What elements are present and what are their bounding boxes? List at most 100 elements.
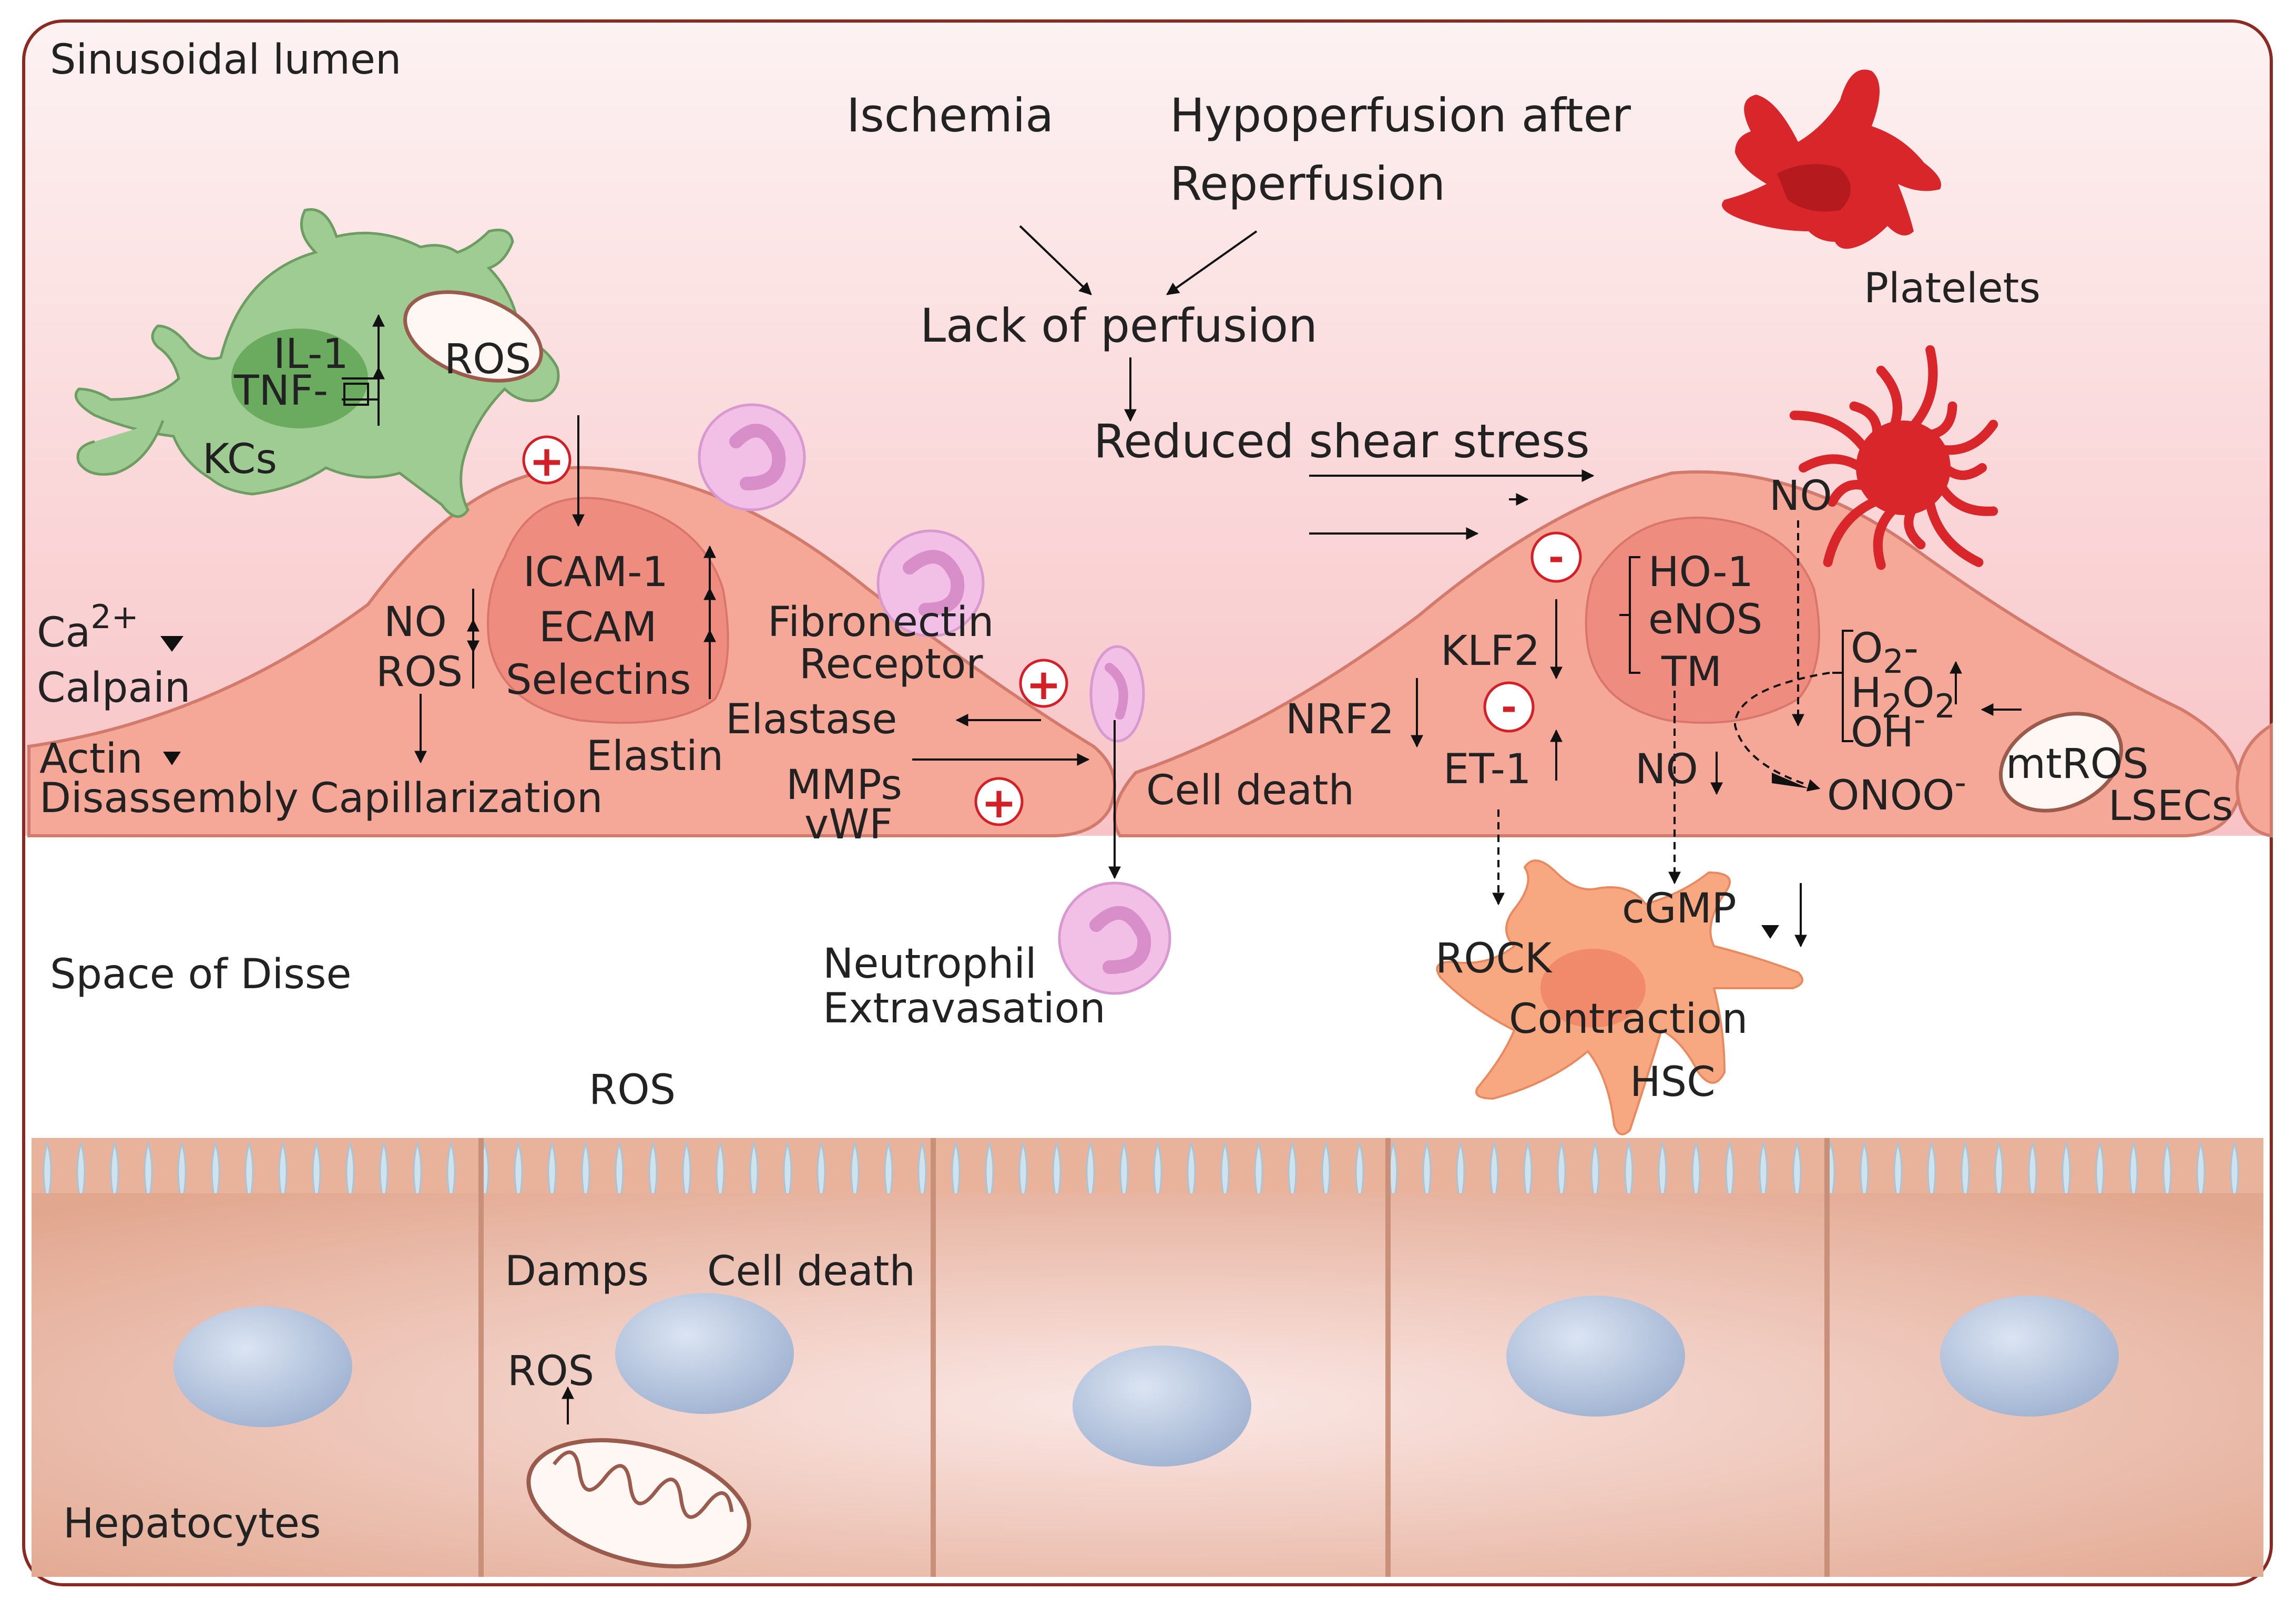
svg-text:+: +	[981, 778, 1016, 827]
lsecs-label: LSECs	[2108, 783, 2233, 830]
microvillus	[1792, 1140, 1802, 1204]
platelet-pseudopod	[1827, 480, 1870, 507]
microvillus	[547, 1140, 557, 1204]
lsec-left	[27, 466, 1116, 837]
microvillus	[1590, 1140, 1600, 1204]
mmps-label: MMPs	[786, 762, 902, 809]
icam-label: ICAM-1	[523, 549, 668, 596]
microvillus	[648, 1140, 658, 1204]
elastase-label: Elastase	[726, 696, 897, 743]
cgmp-label: cGMP	[1622, 885, 1737, 932]
hep-ros-label: ROS	[507, 1348, 594, 1395]
microvillus	[1927, 1140, 1936, 1204]
microvillus	[1321, 1140, 1331, 1204]
platelet-pseudopod	[1936, 481, 1998, 516]
svg-text:+: +	[529, 437, 564, 486]
platelet-pseudopod	[1936, 419, 1998, 455]
microvillus	[2062, 1140, 2071, 1204]
neutrophil	[698, 403, 806, 511]
il1-label: IL-1	[273, 331, 349, 378]
klf2-label: KLF2	[1441, 628, 1540, 675]
microvillus	[783, 1140, 792, 1204]
microvillus	[1119, 1140, 1129, 1204]
hepatocyte-layer	[32, 1138, 2263, 1577]
microvillus	[1086, 1140, 1095, 1204]
hepatocyte-nucleus	[1940, 1296, 2119, 1417]
selectins-label: Selectins	[506, 657, 691, 704]
neutrophil-label-line1: Neutrophil	[823, 940, 1037, 988]
stimulation-badge: +	[1019, 659, 1068, 709]
svg-text:+: +	[1026, 660, 1061, 709]
hepatocyte-nucleus	[1506, 1296, 1685, 1417]
actin-label: Actin	[39, 735, 143, 783]
microvillus	[1153, 1140, 1162, 1204]
hepatocyte-nucleus	[174, 1306, 352, 1427]
ho1-label: HO-1	[1648, 549, 1753, 596]
microvillus	[2162, 1140, 2172, 1204]
neutrophil-rolling	[1089, 645, 1145, 743]
lsec-right	[1113, 470, 2273, 838]
vwf-label: vWF	[804, 801, 893, 848]
et1-label: ET-1	[1443, 746, 1532, 793]
microvillus	[1860, 1140, 1869, 1204]
elastin-label: Elastin	[586, 733, 723, 780]
microvillus	[1187, 1140, 1196, 1204]
microvillus	[110, 1140, 119, 1204]
microvillus	[1456, 1140, 1465, 1204]
microvillus	[2230, 1140, 2239, 1204]
microvillus	[951, 1140, 961, 1204]
platelet-pseudopod	[1849, 401, 1882, 440]
microvillus	[514, 1140, 523, 1204]
ca-label: Ca2+	[37, 598, 139, 657]
microvillus	[312, 1140, 321, 1204]
cell-death-lsec-label: Cell death	[1146, 767, 1354, 814]
microvillus	[2129, 1140, 2138, 1204]
hepatocytes-label: Hepatocytes	[63, 1500, 321, 1547]
nrf2-label: NRF2	[1285, 696, 1394, 743]
microvillus	[278, 1140, 288, 1204]
microvillus	[1624, 1140, 1634, 1204]
microvillus	[43, 1140, 52, 1204]
ros-label-left: ROS	[376, 649, 463, 696]
platelet-activated	[1789, 345, 1998, 570]
calpain-label: Calpain	[37, 664, 190, 712]
microvillus	[1557, 1140, 1566, 1204]
onoo-label: ONOO-	[1827, 763, 1966, 819]
disse-label: Space of Disse	[50, 951, 351, 998]
microvillus	[1961, 1140, 1970, 1204]
stimulation-badge: +	[974, 777, 1024, 827]
stimulation-badge: +	[522, 435, 572, 486]
oh-label: OH-	[1851, 700, 1925, 756]
microvillus	[1893, 1140, 1903, 1204]
microvillus	[1018, 1140, 1028, 1204]
no-label-right: NO	[1635, 746, 1698, 793]
fibronectin-label: Fibronectin	[768, 599, 994, 646]
hep-ros-top-label: ROS	[589, 1066, 676, 1114]
platelets-label: Platelets	[1864, 265, 2040, 312]
damps-label: Damps	[505, 1248, 649, 1295]
neutrophil-label-line2: Extravasation	[823, 985, 1106, 1032]
microvillus	[1355, 1140, 1364, 1204]
tnf-label: TNF-	[233, 367, 328, 415]
microvillus	[1489, 1140, 1499, 1204]
microvillus	[1052, 1140, 1062, 1204]
svg-text:-: -	[1501, 685, 1517, 729]
lack-of-perfusion-label: Lack of perfusion	[920, 299, 1318, 353]
microvillus	[682, 1140, 691, 1204]
lumen-label: Sinusoidal lumen	[50, 36, 401, 84]
microvillus	[2028, 1140, 2037, 1204]
microvillus	[144, 1140, 153, 1204]
microvillus	[1254, 1140, 1263, 1204]
platelet-pseudopod	[1873, 504, 1899, 570]
ischemia-label: Ischemia	[846, 88, 1054, 142]
kupffer-nucleus	[231, 329, 368, 428]
platelet-pseudopod	[1924, 401, 1957, 440]
platelet-pseudopod	[1904, 504, 1926, 550]
hypoperfusion-label-line1: Hypoperfusion after	[1170, 88, 1631, 142]
microvillus	[817, 1140, 826, 1204]
microvillus	[850, 1140, 860, 1204]
microvillus	[1523, 1140, 1533, 1204]
platelet-pseudopod	[1941, 463, 1987, 480]
platelet-pseudopod	[1789, 411, 1870, 455]
